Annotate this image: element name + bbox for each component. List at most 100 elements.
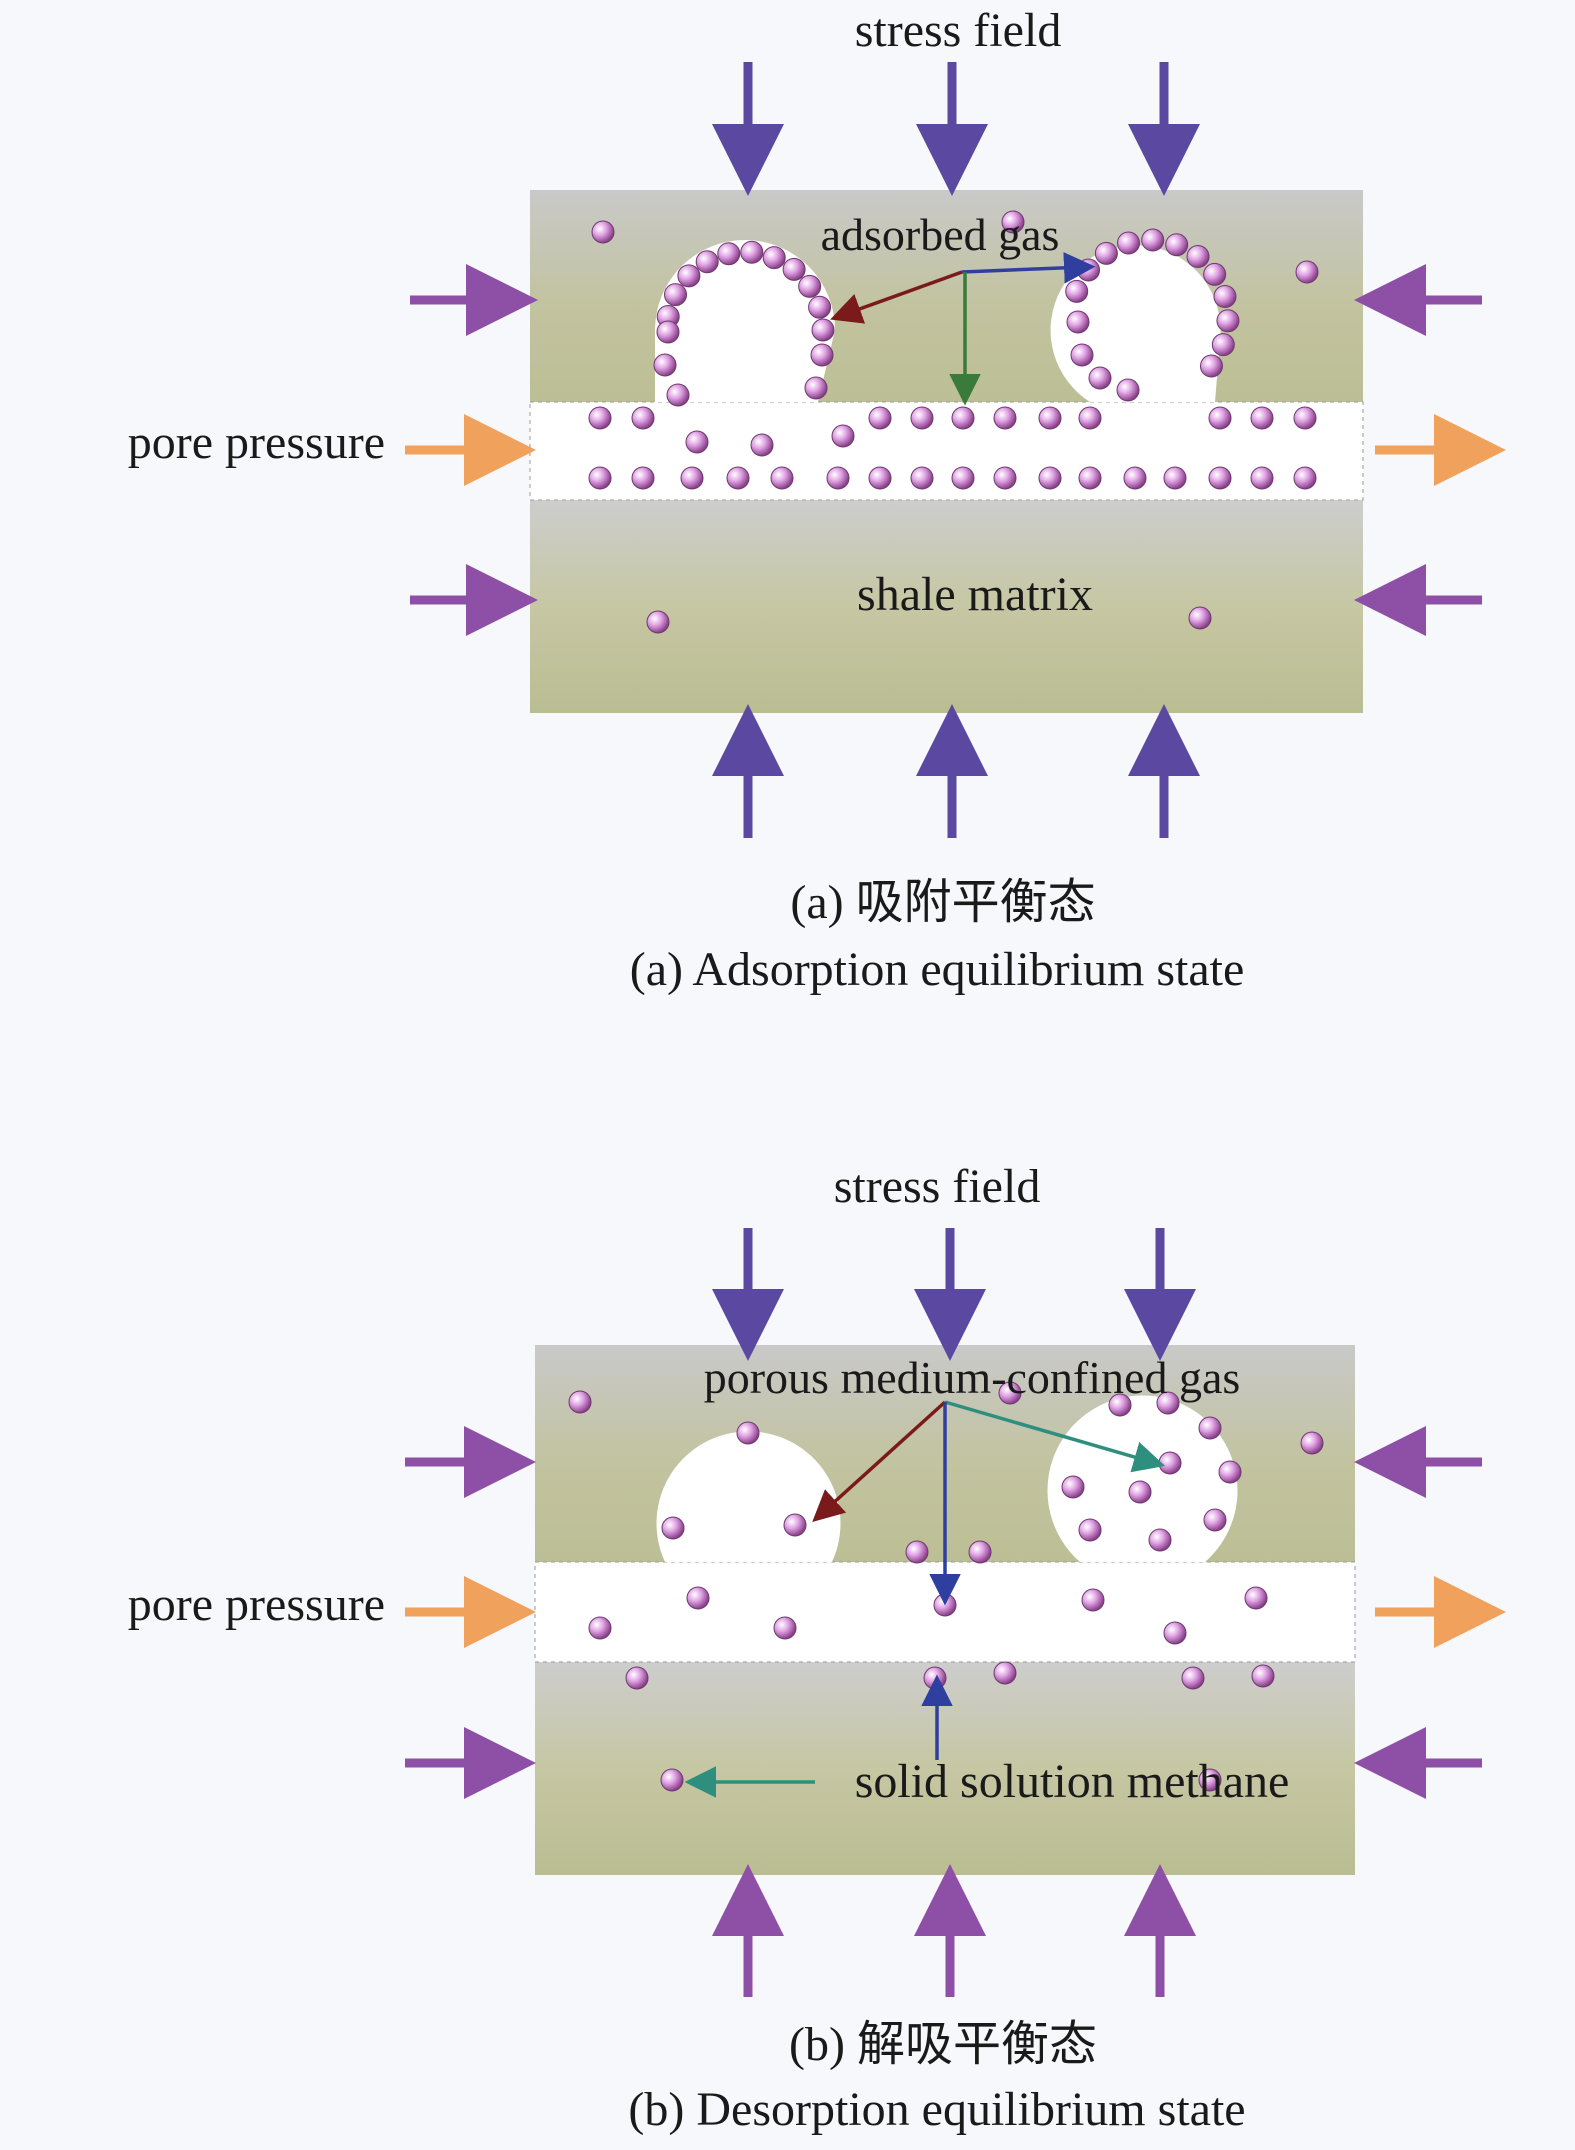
- panel-b-molecule: [993, 1661, 1017, 1685]
- panel-a-molecule: [1141, 228, 1165, 252]
- panel-b-molecule: [1218, 1460, 1242, 1484]
- panel-a-pore-left: [655, 240, 835, 402]
- panel-a-pore-right: [1050, 245, 1221, 402]
- panel-b-molecule: [968, 1540, 992, 1564]
- panel-b-molecule: [1081, 1588, 1105, 1612]
- panel-a-molecule: [831, 424, 855, 448]
- panel-a-molecule: [717, 242, 741, 266]
- panel-a-molecule: [951, 466, 975, 490]
- panel-a-molecule: [631, 406, 655, 430]
- panel-b-molecule: [1163, 1621, 1187, 1645]
- panel-b-molecule: [1244, 1586, 1268, 1610]
- panel-b-solid-label: solid solution methane: [855, 1755, 1290, 1808]
- panel-a-molecule: [1186, 245, 1210, 269]
- panel-a-molecule: [1295, 260, 1319, 284]
- panel-a-molecule: [588, 406, 612, 430]
- panel-a-molecule: [826, 466, 850, 490]
- panel-a-molecule: [1038, 466, 1062, 490]
- panel-a-adsorbed-label: adsorbed gas: [821, 209, 1060, 260]
- panel-a-molecule: [1208, 466, 1232, 490]
- panel-a-molecule: [1077, 258, 1101, 282]
- panel-a-molecule: [770, 466, 794, 490]
- panel-a-molecule: [656, 320, 680, 344]
- panel-a-caption-cn: (a) 吸附平衡态: [790, 876, 1095, 929]
- panel-a-molecule: [1117, 231, 1141, 255]
- panel-b: stress field porous medium-confined gas …: [128, 1160, 1506, 2136]
- panel-a-stress-arrows: [712, 62, 1200, 838]
- panel-a-molecule: [1216, 309, 1240, 333]
- panel-b-stress-arrows-bottom: [712, 1864, 1196, 1997]
- panel-a-molecule: [993, 466, 1017, 490]
- panel-b-molecule: [1148, 1528, 1172, 1552]
- panel-b-molecule: [783, 1513, 807, 1537]
- panel-a-stress-label: stress field: [855, 4, 1062, 57]
- panel-a-molecule: [910, 406, 934, 430]
- panel-b-side-arrows: [405, 1426, 1482, 1799]
- panel-a-molecule: [1213, 285, 1237, 309]
- panel-a-molecule: [1078, 406, 1102, 430]
- panel-a-molecule: [810, 343, 834, 367]
- panel-a-molecule: [1188, 606, 1212, 630]
- panel-a-molecule: [951, 406, 975, 430]
- panel-a-molecule: [868, 466, 892, 490]
- panel-a-molecule: [1001, 210, 1025, 234]
- panel-b-confined-label: porous medium-confined gas: [704, 1352, 1241, 1403]
- panel-a-molecule: [680, 466, 704, 490]
- panel-a-molecule: [1250, 406, 1274, 430]
- panel-a-molecule: [1208, 406, 1232, 430]
- panel-a-molecule: [1293, 406, 1317, 430]
- panel-b-molecule: [1128, 1480, 1152, 1504]
- panel-a-molecule: [1094, 241, 1118, 265]
- panel-b-molecule: [1300, 1431, 1324, 1455]
- panel-a-molecule: [1066, 310, 1090, 334]
- panel-b-stress-label: stress field: [834, 1160, 1041, 1213]
- panel-b-molecule: [933, 1593, 957, 1617]
- panel-b-molecule: [1251, 1664, 1275, 1688]
- panel-a-molecule: [782, 257, 806, 281]
- panel-a-molecule: [1065, 279, 1089, 303]
- panel-a-molecule: [750, 433, 774, 457]
- panel-a-molecule: [685, 430, 709, 454]
- panel-a: stress field adsorbed gas pore pressure …: [128, 4, 1506, 996]
- panel-b-pore-label: pore pressure: [128, 1578, 385, 1631]
- panel-a-molecule: [1203, 262, 1227, 286]
- panel-a-molecule: [677, 264, 701, 288]
- panel-a-molecule: [808, 295, 832, 319]
- panel-a-matrix-label: shale matrix: [857, 568, 1093, 621]
- panel-a-molecule: [1165, 233, 1189, 257]
- panel-a-molecule: [726, 466, 750, 490]
- panel-a-molecule: [868, 406, 892, 430]
- panel-b-molecule: [588, 1616, 612, 1640]
- panel-a-molecule: [762, 246, 786, 270]
- panel-b-molecule: [736, 1421, 760, 1445]
- panel-b-vector-arrows: [684, 1400, 1166, 1798]
- panel-b-caption-en: (b) Desorption equilibrium state: [628, 2083, 1245, 2136]
- panel-b-molecule: [1203, 1508, 1227, 1532]
- panel-a-molecule: [664, 283, 688, 307]
- panel-b-molecule: [905, 1540, 929, 1564]
- panel-a-molecule: [993, 406, 1017, 430]
- panel-a-matrix-bottom: [530, 500, 1363, 713]
- panel-b-molecule: [568, 1390, 592, 1414]
- panel-a-molecule: [804, 376, 828, 400]
- panel-a-molecules: [588, 210, 1319, 634]
- panel-b-molecule: [998, 1381, 1022, 1405]
- panel-a-molecule: [666, 383, 690, 407]
- panel-a-molecule: [910, 466, 934, 490]
- panel-b-molecule: [686, 1586, 710, 1610]
- panel-a-vector-arrows: [830, 252, 1096, 406]
- panel-a-molecule: [1211, 333, 1235, 357]
- panel-a-molecule: [1088, 366, 1112, 390]
- panel-a-side-arrows: [410, 264, 1482, 636]
- panel-a-molecule: [646, 610, 670, 634]
- panel-b-molecule: [1156, 1391, 1180, 1415]
- panel-b-molecule: [1061, 1475, 1085, 1499]
- panel-a-molecule: [1078, 466, 1102, 490]
- panel-b-molecule: [625, 1666, 649, 1690]
- panel-a-molecule: [1038, 406, 1062, 430]
- panel-a-molecule: [1116, 378, 1140, 402]
- panel-a-caption-en: (a) Adsorption equilibrium state: [630, 943, 1245, 996]
- panel-b-molecule: [1108, 1393, 1132, 1417]
- panel-a-molecule: [798, 274, 822, 298]
